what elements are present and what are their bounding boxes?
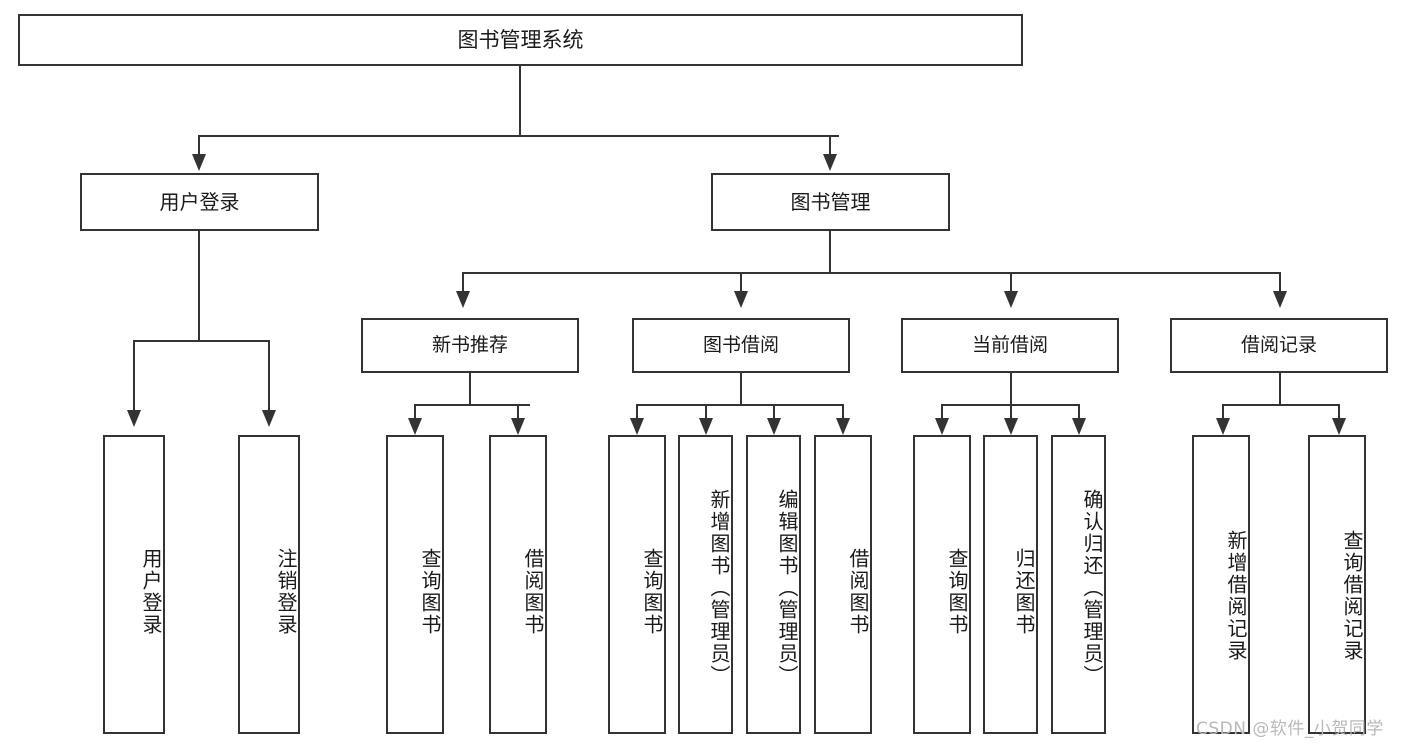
- connector-drop-leaf-query-book-2: [636, 404, 638, 420]
- leaf-query-book-3[interactable]: 查询图书: [913, 435, 971, 734]
- arrow-leaf-borrow-book-1: [511, 418, 525, 435]
- connector-drop-new-book-rec: [462, 272, 464, 294]
- node-borrow-record-label: 借阅记录: [1240, 333, 1317, 356]
- leaf-borrow-book-2-label: 借阅图书: [846, 547, 870, 636]
- connector-current-borrow-stem: [1010, 373, 1012, 406]
- connector-drop-leaf-add-record: [1222, 404, 1224, 420]
- connector-user-login-bus: [133, 340, 268, 342]
- leaf-confirm-return-label: 确认归还（管理员）: [1080, 488, 1104, 687]
- connector-drop-book-manage: [829, 135, 831, 157]
- arrow-borrow-record: [1273, 291, 1287, 308]
- connector-user-login-stem: [198, 231, 200, 341]
- arrow-new-book-rec: [456, 291, 470, 308]
- leaf-edit-book-label: 编辑图书（管理员）: [775, 488, 799, 687]
- leaf-return-book-label: 归还图书: [1012, 547, 1036, 636]
- arrow-leaf-query-record: [1332, 418, 1346, 435]
- connector-drop-book-borrow: [740, 272, 742, 294]
- leaf-query-book-1-label: 查询图书: [418, 547, 442, 636]
- leaf-add-record-label: 新增借阅记录: [1224, 529, 1248, 662]
- leaf-add-record[interactable]: 新增借阅记录: [1192, 435, 1250, 734]
- leaf-logout-label: 注销登录: [274, 547, 298, 636]
- connector-drop-leaf-query-book-1: [414, 404, 416, 420]
- connector-root-bus: [198, 135, 839, 137]
- connector-drop-user-login: [198, 135, 200, 157]
- connector-new-book-rec-stem: [469, 373, 471, 406]
- leaf-query-record-label: 查询借阅记录: [1340, 529, 1364, 662]
- leaf-add-book-label: 新增图书（管理员）: [707, 488, 731, 687]
- connector-drop-current-borrow: [1010, 272, 1012, 294]
- leaf-borrow-book-1[interactable]: 借阅图书: [489, 435, 547, 734]
- arrow-leaf-query-book-2: [630, 418, 644, 435]
- arrow-book-manage: [823, 154, 837, 171]
- leaf-add-book[interactable]: 新增图书（管理员）: [678, 435, 733, 734]
- node-root-label: 图书管理系统: [457, 27, 584, 52]
- connector-drop-borrow-record: [1279, 272, 1281, 294]
- node-current-borrow[interactable]: 当前借阅: [901, 318, 1119, 373]
- leaf-query-book-2-label: 查询图书: [640, 547, 664, 636]
- node-user-login[interactable]: 用户登录: [80, 173, 319, 231]
- arrow-leaf-add-book: [699, 418, 713, 435]
- arrow-leaf-query-book-1: [408, 418, 422, 435]
- connector-drop-leaf-borrow-book-2: [842, 404, 844, 420]
- arrow-leaf-logout: [262, 410, 276, 427]
- leaf-user-login-label: 用户登录: [139, 547, 163, 636]
- arrow-user-login: [192, 154, 206, 171]
- node-borrow-record[interactable]: 借阅记录: [1170, 318, 1388, 373]
- connector-drop-leaf-logout: [268, 340, 270, 412]
- connector-drop-leaf-return-book: [1010, 404, 1012, 420]
- leaf-confirm-return[interactable]: 确认归还（管理员）: [1051, 435, 1106, 734]
- arrow-leaf-edit-book: [767, 418, 781, 435]
- connector-book-manage-stem: [829, 231, 831, 274]
- connector-borrow-record-bus: [1222, 404, 1339, 406]
- connector-book-borrow-stem: [740, 373, 742, 406]
- arrow-leaf-confirm-return: [1072, 418, 1086, 435]
- arrow-leaf-return-book: [1004, 418, 1018, 435]
- node-current-borrow-label: 当前借阅: [971, 333, 1048, 356]
- connector-drop-leaf-query-record: [1338, 404, 1340, 420]
- leaf-user-login[interactable]: 用户登录: [103, 435, 165, 734]
- node-root[interactable]: 图书管理系统: [18, 14, 1023, 66]
- connector-drop-leaf-confirm-return: [1078, 404, 1080, 420]
- node-new-book-rec-label: 新书推荐: [431, 333, 508, 356]
- connector-book-borrow-bus: [636, 404, 844, 406]
- arrow-book-borrow: [734, 291, 748, 308]
- arrow-leaf-borrow-book-2: [836, 418, 850, 435]
- connector-drop-leaf-edit-book: [773, 404, 775, 420]
- leaf-return-book[interactable]: 归还图书: [983, 435, 1038, 734]
- leaf-query-book-3-label: 查询图书: [945, 547, 969, 636]
- leaf-borrow-book-2[interactable]: 借阅图书: [814, 435, 872, 734]
- node-book-manage-label: 图书管理: [790, 189, 871, 214]
- leaf-logout[interactable]: 注销登录: [238, 435, 300, 734]
- leaf-query-book-2[interactable]: 查询图书: [608, 435, 666, 734]
- node-book-borrow-label: 图书借阅: [702, 333, 779, 356]
- csdn-watermark: CSDN @软件_小贺同学: [1196, 719, 1384, 739]
- node-book-borrow[interactable]: 图书借阅: [632, 318, 850, 373]
- connector-drop-leaf-user-login: [133, 340, 135, 412]
- node-user-login-label: 用户登录: [159, 189, 240, 214]
- connector-new-book-rec-bus: [414, 404, 530, 406]
- arrow-current-borrow: [1004, 291, 1018, 308]
- leaf-query-record[interactable]: 查询借阅记录: [1308, 435, 1366, 734]
- leaf-edit-book[interactable]: 编辑图书（管理员）: [746, 435, 801, 734]
- connector-drop-leaf-add-book: [705, 404, 707, 420]
- connector-drop-leaf-borrow-book-1: [517, 404, 519, 420]
- connector-book-manage-bus: [462, 272, 1279, 274]
- connector-borrow-record-stem: [1279, 373, 1281, 406]
- node-new-book-rec[interactable]: 新书推荐: [361, 318, 579, 373]
- node-book-manage[interactable]: 图书管理: [711, 173, 950, 231]
- arrow-leaf-user-login: [127, 410, 141, 427]
- arrow-leaf-query-book-3: [935, 418, 949, 435]
- connector-drop-leaf-query-book-3: [941, 404, 943, 420]
- arrow-leaf-add-record: [1216, 418, 1230, 435]
- leaf-query-book-1[interactable]: 查询图书: [386, 435, 444, 734]
- leaf-borrow-book-1-label: 借阅图书: [521, 547, 545, 636]
- connector-root-stem: [519, 66, 521, 136]
